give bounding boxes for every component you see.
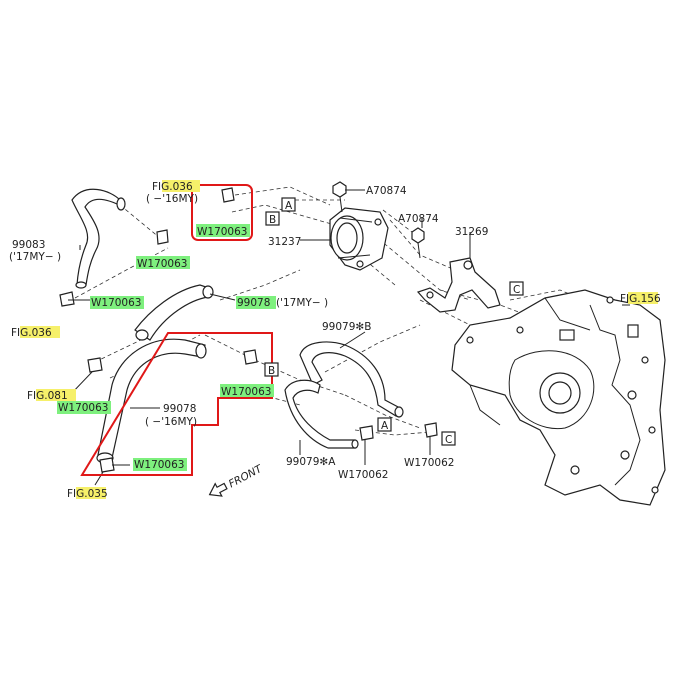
front-arrow-icon: FRONT bbox=[208, 462, 266, 497]
bolt-a70874-mid bbox=[411, 227, 425, 259]
hose-99079-a bbox=[284, 379, 359, 449]
w170063-red-right-label: W170063 bbox=[221, 386, 271, 398]
ref-c-right-label: C bbox=[513, 284, 520, 296]
ref-a-bottom-label: A bbox=[381, 420, 389, 432]
part-99079b-label: 99079✻B bbox=[322, 321, 371, 333]
a70874-top-label: A70874 bbox=[366, 185, 407, 197]
w170062-right-label: W170062 bbox=[404, 457, 454, 469]
fig036-top-label: FIG.036 bbox=[152, 181, 193, 193]
part-99079a-label: 99079✻A bbox=[286, 456, 336, 468]
ref-c-bottom-label: C bbox=[445, 434, 452, 446]
fig156-label: FIG.156 bbox=[620, 293, 661, 305]
transmission-case bbox=[451, 289, 666, 506]
hose-clamp-icon bbox=[59, 187, 438, 473]
ref-box-c-right: C bbox=[509, 281, 524, 296]
part-31237 bbox=[329, 207, 389, 271]
fig036-left-label: FIG.036 bbox=[11, 327, 52, 339]
w170063-upper-left-label: W170063 bbox=[137, 258, 187, 270]
part-99083-note: ('17MY− ) bbox=[9, 251, 61, 263]
fig081-label: FIG.081 bbox=[27, 390, 68, 402]
w170062-left-label: W170062 bbox=[338, 469, 388, 481]
ref-b-top-label: B bbox=[269, 214, 276, 226]
labels: FIG.036 ( −'16MY) W170063 W170063 99083 … bbox=[9, 181, 661, 500]
part-31269-label: 31269 bbox=[455, 226, 488, 238]
callout-box-top bbox=[191, 184, 253, 241]
w170063-mid-left-label: W170063 bbox=[91, 297, 141, 309]
part-99078-red-label: 99078 bbox=[163, 403, 196, 415]
ref-box-c-bottom: C bbox=[441, 431, 456, 446]
ref-box-b-mid: B bbox=[264, 362, 279, 377]
ref-box-a-bottom: A bbox=[377, 417, 392, 432]
hose-99078-17my bbox=[134, 284, 214, 341]
hose-99078-16my bbox=[96, 338, 207, 464]
ref-box-a-top: A bbox=[281, 197, 296, 212]
part-99083-label: 99083 bbox=[12, 239, 45, 251]
front-label: FRONT bbox=[227, 462, 266, 490]
part-99078-top-note: ('17MY− ) bbox=[276, 297, 328, 309]
hose-99079-b bbox=[299, 341, 404, 418]
ref-box-b-top: B bbox=[265, 211, 280, 226]
w170063-red-bottom-label: W170063 bbox=[134, 459, 184, 471]
highlights bbox=[20, 180, 658, 499]
part-99078-red-note: ( −'16MY) bbox=[145, 416, 197, 428]
hose-99083 bbox=[71, 188, 126, 289]
ref-b-mid-label: B bbox=[268, 365, 275, 377]
w170063-boxed-label: W170063 bbox=[197, 226, 247, 238]
w170063-lower-left-label: W170063 bbox=[58, 402, 108, 414]
part-99078-top-label: 99078 bbox=[237, 297, 270, 309]
ref-a-top-label: A bbox=[285, 200, 293, 212]
fig036-top-note: ( −'16MY) bbox=[146, 193, 198, 205]
a70874-mid-label: A70874 bbox=[398, 213, 439, 225]
bracket-31269 bbox=[416, 257, 501, 313]
fig035-label: FIG.035 bbox=[67, 488, 108, 500]
part-31237-label: 31237 bbox=[268, 236, 301, 248]
bolt-a70874-top bbox=[332, 181, 347, 213]
callout-outline-lower bbox=[80, 332, 273, 476]
